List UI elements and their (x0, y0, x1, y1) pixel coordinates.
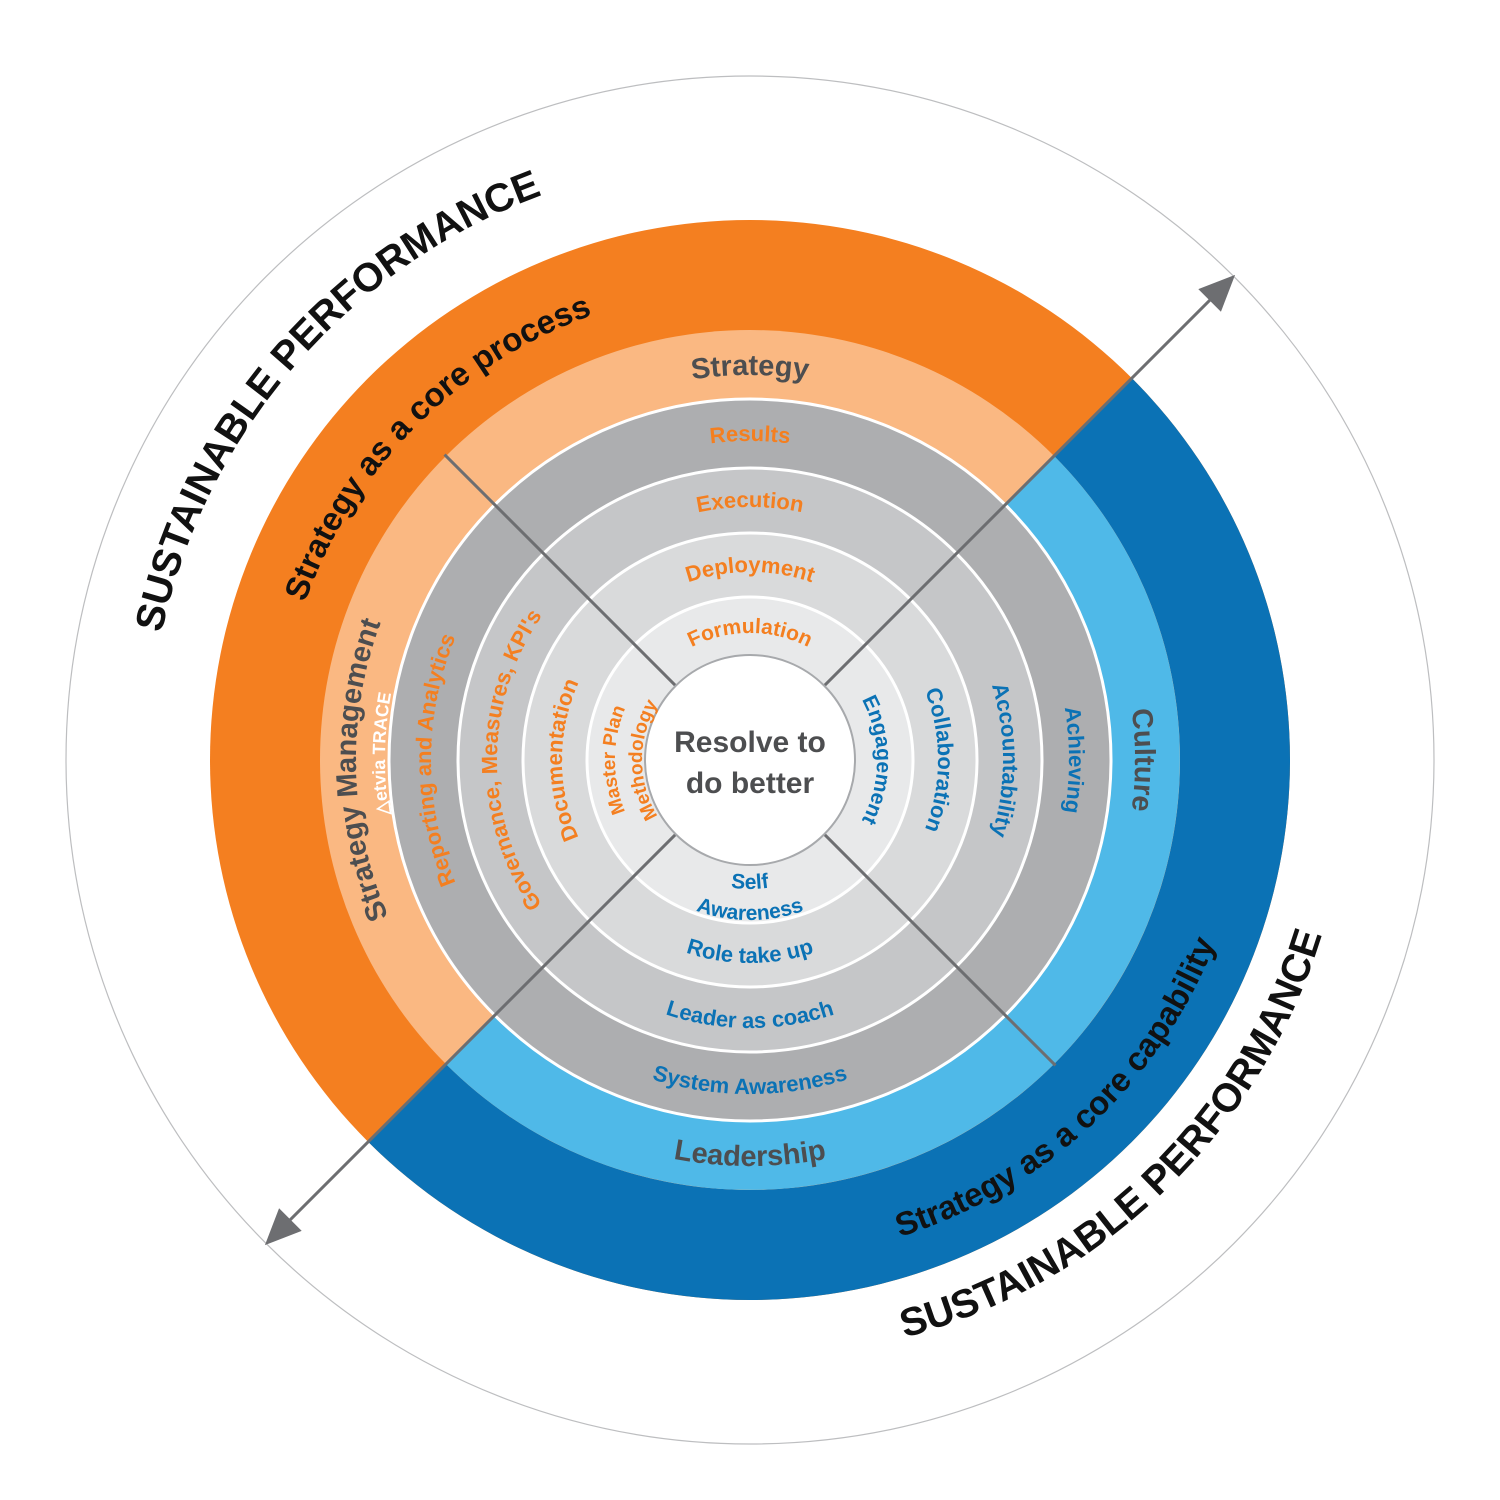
ring-1-top: Results (708, 421, 791, 448)
achieving-label: Achieving (1060, 705, 1089, 815)
ring-4-bottom-1: Self (730, 870, 770, 894)
self-label: Self (730, 870, 770, 894)
arrow-head-up-right-icon (1198, 274, 1236, 312)
center-line-2: do better (686, 767, 815, 800)
outer-boundary-circle (65, 75, 1435, 1445)
pillar-culture: Culture (1125, 707, 1160, 814)
divider-line-upper-left (443, 453, 677, 687)
pillar-culture-text: Culture (1125, 707, 1160, 814)
center-circle (644, 654, 856, 866)
center-line-1: Resolve to (674, 726, 826, 759)
ring-1-right: Achieving (1060, 705, 1089, 815)
arrow-head-down-left-icon (264, 1208, 302, 1246)
results-label: Results (708, 421, 791, 448)
divider-line-lower-right (823, 833, 1057, 1067)
